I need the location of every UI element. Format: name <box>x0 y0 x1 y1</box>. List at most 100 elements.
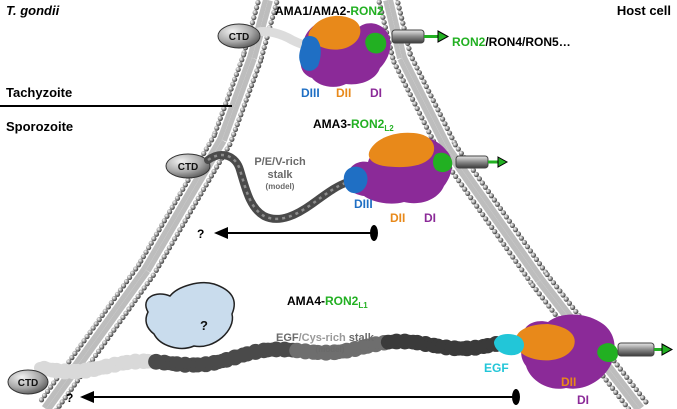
host-membrane-lower-bead <box>539 295 546 301</box>
host-membrane-top-bead <box>395 0 401 6</box>
host-membrane-upper-bead <box>414 65 420 71</box>
parasite-membrane-middle-bead <box>182 182 188 188</box>
host-membrane-upper-bead <box>423 83 429 90</box>
ama1-dii-surface <box>308 15 361 50</box>
host-membrane-lower-bead <box>546 303 552 309</box>
parasite-membrane-upper-bead <box>239 107 246 113</box>
parasite-membrane-upper-bead <box>217 115 223 121</box>
host-membrane-top-bead <box>390 55 396 61</box>
parasite-membrane-middle-bead <box>193 200 199 206</box>
parasite-membrane-middle-bead <box>140 254 146 260</box>
ama1-ctd-shape <box>217 23 261 49</box>
parasite-membrane-upper-bead <box>231 131 237 137</box>
parasite-membrane-lower-bead <box>114 323 120 329</box>
parasite-membrane-middle-bead <box>143 249 149 255</box>
host-membrane-lower-bead <box>557 288 563 294</box>
host-membrane-lower-bead <box>543 299 549 305</box>
host-membrane-middle-bead <box>471 199 477 205</box>
parasite-membrane-upper-bead <box>240 52 247 58</box>
host-membrane-middle-bead <box>455 146 461 152</box>
ama3-title-prefix: AMA3- <box>313 117 351 131</box>
host-membrane-top-bead <box>388 50 395 56</box>
ron-complex-rest: /RON4/RON5… <box>485 35 570 49</box>
parasite-membrane-middle-bead <box>151 236 157 242</box>
host-membrane-lower-bead <box>554 284 560 290</box>
parasite-membrane-middle-bead <box>161 218 167 224</box>
host-membrane-middle-bead <box>486 220 492 226</box>
host-membrane-middle-bead <box>473 171 479 178</box>
ama4-unknown-arrow-end <box>512 389 520 405</box>
blob-question-mark: ? <box>200 318 208 333</box>
parasite-membrane-middle-bead <box>206 177 212 184</box>
host-membrane-middle-bead <box>506 218 513 224</box>
host-membrane-top-bead <box>376 0 382 5</box>
ama1-di-label: DI <box>370 86 382 100</box>
parasite-membrane-upper-bead <box>245 92 251 98</box>
host-membrane-middle-bead <box>477 207 483 213</box>
host-membrane-upper-bead <box>421 79 427 85</box>
host-membrane-top-bead <box>406 45 412 52</box>
host-membrane-upper-bead <box>409 56 415 62</box>
host-membrane-middle-bead <box>515 231 522 237</box>
parasite-membrane-lower-tails <box>41 267 147 409</box>
ama4-title-ron2: RON2 <box>325 294 359 308</box>
parasite-membrane-middle-bead <box>177 191 183 197</box>
parasite-membrane-middle-bead <box>156 227 162 233</box>
ama3-title-sub: L2 <box>384 124 394 133</box>
parasite-membrane-lower-bead <box>105 304 111 310</box>
parasite-membrane-middle-bead <box>153 231 160 237</box>
host-membrane-upper-bead <box>405 87 411 93</box>
parasite-membrane-lower-bead <box>120 314 126 321</box>
host-membrane-middle-bead <box>497 205 504 212</box>
parasite-membrane-upper-bead <box>250 78 256 84</box>
parasite-membrane-middle-bead <box>174 231 180 237</box>
ama4-question-mark: ? <box>66 391 73 405</box>
host-membrane-middle-bead <box>522 271 528 277</box>
parasite-membrane-lower-bead <box>72 350 78 356</box>
ama4-stalk-label: EGF/Cys-rich stalk <box>276 332 375 344</box>
parasite-membrane-lower-bead <box>99 344 105 350</box>
host-membrane-lower-bead <box>643 399 649 405</box>
ama3-complex: CTD <box>165 132 509 241</box>
parasite-membrane-lower-bead <box>44 388 51 394</box>
tachyzoite-label: Tachyzoite <box>6 85 72 100</box>
parasite-membrane-upper-bead <box>248 82 255 89</box>
ama1-title-ron2: RON2 <box>350 4 384 18</box>
parasite-membrane-lower-bead <box>130 270 136 276</box>
host-membrane-lower-bead <box>620 370 627 376</box>
parasite-membrane-top-bead <box>269 14 276 21</box>
host-membrane-lower-bead <box>606 381 612 387</box>
parasite-membrane-middle-bead <box>159 222 165 228</box>
parasite-membrane-middle-bead <box>169 240 175 246</box>
ama3-ctd-shape <box>165 153 211 179</box>
host-membrane-middle-bead <box>468 195 474 201</box>
parasite-membrane-upper-bead <box>238 112 244 118</box>
parasite-membrane-upper-bead <box>247 87 253 93</box>
host-membrane-middle-bead <box>470 167 476 173</box>
parasite-membrane-lower-bead <box>41 392 48 399</box>
host-membrane-lower-bead <box>547 275 553 282</box>
host-membrane-middle-bead <box>524 244 531 250</box>
ama4-ron2-helix <box>617 342 655 357</box>
parasite-membrane-top-bead <box>274 0 280 5</box>
parasite-membrane-middle-bead <box>167 209 173 215</box>
host-membrane-upper-bead <box>416 110 423 116</box>
host-membrane-upper-bead <box>407 91 413 98</box>
parasite-membrane-middle-bead <box>185 213 191 219</box>
parasite-membrane-middle-bead <box>195 195 201 202</box>
parasite-membrane-top-bead <box>272 4 278 11</box>
host-membrane-middle-bead <box>462 186 468 192</box>
parasite-membrane-lower-bead <box>144 281 150 287</box>
parasite-membrane-middle-bead <box>203 146 209 152</box>
parasite-membrane-upper-bead <box>234 121 240 128</box>
ama3-diii-surface <box>343 166 368 194</box>
ama4-stalk <box>34 333 504 380</box>
parasite-membrane-middle-bead <box>148 240 154 246</box>
parasite-membrane-middle-bead <box>182 218 188 224</box>
host-membrane-middle-bead <box>518 235 525 241</box>
parasite-membrane-top-bead <box>261 44 267 51</box>
host-membrane-middle-bead <box>530 252 537 258</box>
ama4-stalk-egf: EGF <box>276 332 299 344</box>
parasite-membrane-lower-bead <box>38 397 45 403</box>
